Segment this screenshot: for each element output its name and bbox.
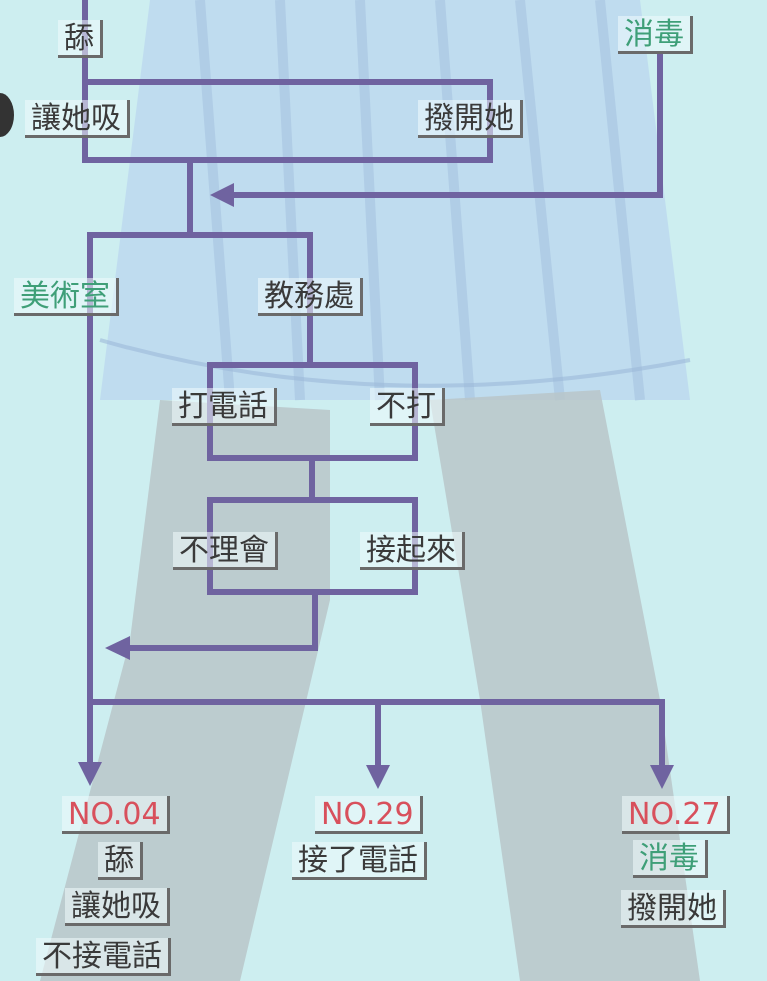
ending-no27-condition: 撥開她 — [621, 890, 726, 928]
ending-no27-condition: 消毒 — [633, 840, 708, 878]
ending-no29: NO.29 — [315, 796, 423, 834]
label-make-call: 打電話 — [172, 388, 277, 426]
label-ignore: 不理會 — [173, 532, 278, 570]
ending-no27: NO.27 — [622, 796, 730, 834]
label-disinfect: 消毒 — [618, 16, 693, 54]
label-lick: 舔 — [58, 20, 103, 58]
label-academic-office: 教務處 — [258, 278, 363, 316]
label-art-room: 美術室 — [14, 278, 119, 316]
label-answer: 接起來 — [360, 532, 465, 570]
ending-no04-condition: 不接電話 — [36, 938, 171, 976]
ending-no04: NO.04 — [62, 796, 170, 834]
label-dont-call: 不打 — [370, 388, 445, 426]
label-let-her-suck: 讓她吸 — [25, 100, 130, 138]
ending-no29-condition: 接了電話 — [292, 842, 427, 880]
label-push-away: 撥開她 — [418, 100, 523, 138]
ending-no04-condition: 讓她吸 — [65, 888, 170, 926]
ending-no04-condition: 舔 — [98, 842, 143, 880]
